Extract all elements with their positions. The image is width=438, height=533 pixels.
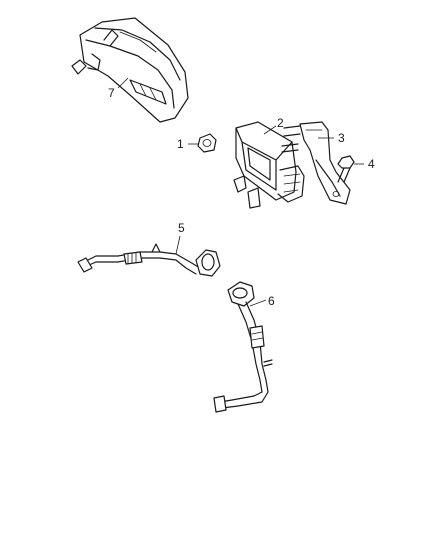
callout-3: 3 xyxy=(338,131,345,145)
leader-lines xyxy=(117,77,364,307)
leader-7 xyxy=(117,77,129,89)
leader-6 xyxy=(249,299,267,307)
callout-7: 7 xyxy=(108,86,115,100)
part-7-bracket[interactable] xyxy=(71,17,189,123)
callout-2: 2 xyxy=(277,116,284,130)
callout-4: 4 xyxy=(368,157,375,171)
leader-2 xyxy=(263,125,277,135)
callout-6: 6 xyxy=(268,294,275,308)
part-5-hose[interactable] xyxy=(77,243,221,277)
part-1-nut[interactable] xyxy=(197,133,217,153)
part-6-hose[interactable] xyxy=(213,281,273,413)
part-2-sensor[interactable] xyxy=(233,121,305,209)
callout-1: 1 xyxy=(177,137,184,151)
leader-5 xyxy=(175,235,181,255)
callout-5: 5 xyxy=(178,221,185,235)
part-4-bolt[interactable] xyxy=(337,155,355,183)
part-3-bracket[interactable] xyxy=(281,121,351,205)
